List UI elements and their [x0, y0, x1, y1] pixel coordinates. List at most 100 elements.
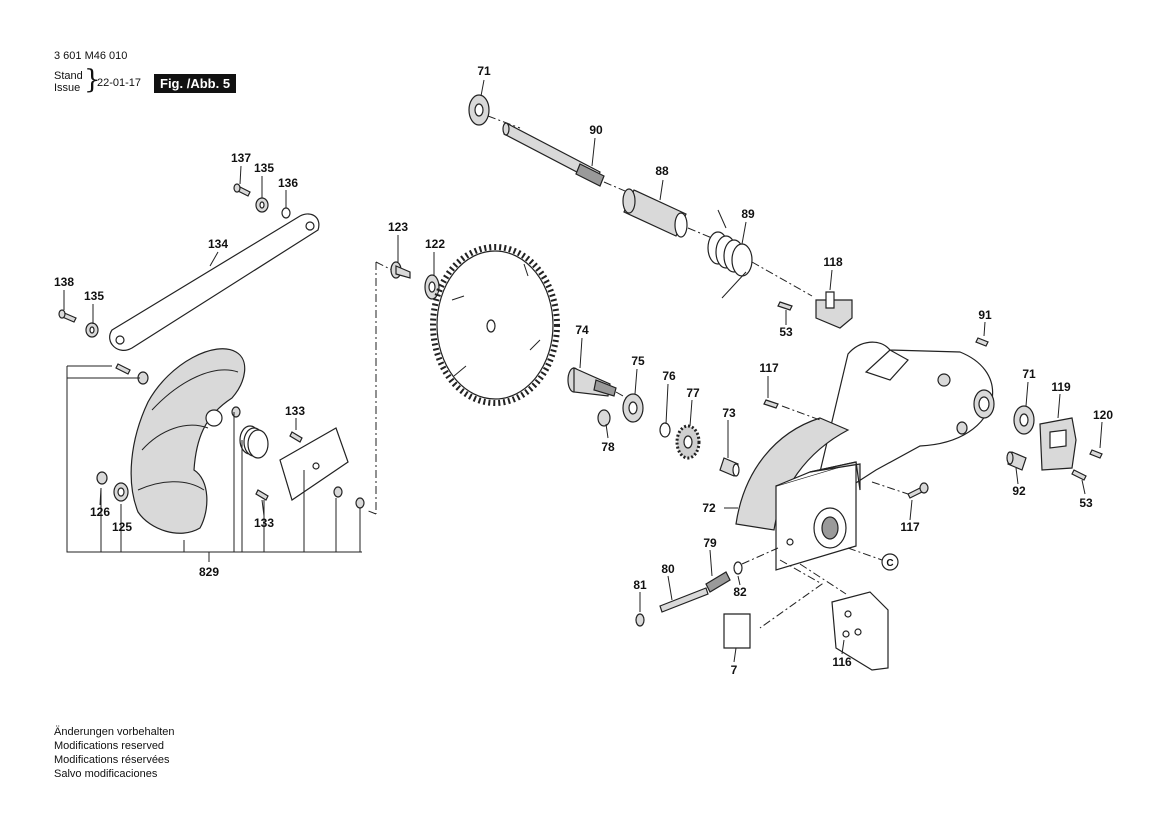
sleeve-88 — [622, 188, 688, 238]
callout-117-top: 117 — [759, 361, 779, 375]
screw-guard-a — [115, 363, 131, 375]
document-number: 3 601 M46 010 — [54, 50, 128, 62]
callout-137: 137 — [231, 151, 251, 165]
label-7 — [723, 613, 751, 649]
ring-82 — [733, 561, 743, 575]
screw-137 — [233, 183, 251, 197]
stand-label: Stand — [54, 70, 83, 82]
callout-74: 74 — [575, 323, 589, 337]
screw-120 — [1089, 449, 1103, 459]
callout-138: 138 — [54, 275, 74, 289]
spring-89 — [707, 209, 753, 299]
callout-120: 120 — [1093, 408, 1113, 422]
callout-134: 134 — [208, 237, 228, 251]
callout-136: 136 — [278, 176, 298, 190]
callout-123: 123 — [388, 220, 408, 234]
screw-81 — [635, 613, 645, 627]
issue-label: Issue — [54, 82, 81, 94]
ring-76 — [659, 422, 671, 438]
screw-138 — [58, 309, 77, 323]
screw-53-top — [777, 301, 793, 311]
callout-82: 82 — [733, 585, 747, 599]
lower-guard — [130, 348, 246, 534]
circle-c-marker — [881, 553, 899, 571]
footer-notes: Änderungen vorbehalten Modifications res… — [54, 725, 174, 781]
bearing-75 — [622, 393, 644, 423]
motor-flange — [775, 461, 861, 571]
figure-badge: Fig. /Abb. 5 — [154, 74, 237, 93]
callout-71-right: 71 — [1022, 367, 1036, 381]
footer-line-fr: Modifications réservées — [54, 754, 170, 766]
issue-date: 22-01-17 — [97, 77, 142, 89]
shaft-90 — [502, 122, 605, 187]
screw-117-bottom — [907, 482, 929, 499]
callout-91: 91 — [978, 308, 992, 322]
brace-glyph: } — [84, 65, 101, 95]
washer-135-left — [85, 322, 99, 338]
callout-73: 73 — [722, 406, 736, 420]
spindle-74 — [567, 367, 617, 397]
callout-90: 90 — [589, 123, 603, 137]
spring-guard — [239, 425, 269, 459]
screw-117-top — [763, 399, 779, 409]
callout-117-bottom: 117 — [900, 520, 920, 534]
callout-92: 92 — [1012, 484, 1026, 498]
callout-88: 88 — [655, 164, 669, 178]
holder-119 — [1039, 417, 1077, 471]
washer-71-right — [1013, 405, 1035, 435]
callout-71-top: 71 — [477, 64, 491, 78]
link-arm-134 — [109, 213, 320, 351]
callout-118: 118 — [823, 255, 843, 269]
bolt-80 — [659, 587, 709, 613]
screw-53-bottom — [1071, 469, 1087, 481]
bushing-136 — [281, 207, 291, 219]
clamp-118 — [815, 291, 853, 329]
callout-c: C — [886, 558, 893, 569]
pin-78 — [597, 409, 611, 427]
callout-78: 78 — [601, 440, 615, 454]
callout-53-bottom: 53 — [1079, 496, 1093, 510]
footer-line-es: Salvo modificaciones — [54, 768, 158, 780]
callout-80: 80 — [661, 562, 675, 576]
bracket-116 — [831, 591, 889, 671]
screw-133-top — [289, 431, 303, 443]
arm-housing — [819, 341, 995, 489]
washer-125 — [113, 482, 129, 502]
footer-line-en: Modifications reserved — [54, 740, 165, 752]
gear-77 — [675, 424, 701, 460]
callout-79: 79 — [703, 536, 717, 550]
washers-guard-right — [231, 406, 365, 509]
callout-53-top: 53 — [779, 325, 793, 339]
leader-lines — [63, 79, 1103, 663]
flange-123 — [390, 261, 411, 279]
callout-135-top: 135 — [254, 161, 274, 175]
callout-126: 126 — [90, 505, 110, 519]
washer-126 — [96, 471, 108, 485]
cover-plate — [279, 427, 349, 501]
callout-75: 75 — [631, 354, 645, 368]
callout-133-bottom: 133 — [254, 516, 274, 530]
callout-122: 122 — [425, 237, 445, 251]
saw-blade — [430, 244, 560, 406]
callout-135-left: 135 — [84, 289, 104, 303]
washer-135-top — [255, 197, 269, 213]
washer-71-top — [468, 94, 490, 126]
screw-91 — [975, 337, 989, 347]
callout-72: 72 — [702, 501, 716, 515]
callout-76: 76 — [662, 369, 676, 383]
bushing-73 — [719, 457, 740, 477]
spring-79 — [705, 571, 731, 593]
callout-116: 116 — [832, 655, 852, 669]
callout-829: 829 — [199, 565, 219, 579]
callout-119: 119 — [1051, 380, 1071, 394]
screw-133-bottom — [255, 489, 269, 501]
callout-133-top: 133 — [285, 404, 305, 418]
stand-issue-labels: Stand Issue — [54, 70, 83, 94]
callout-125: 125 — [112, 520, 132, 534]
callout-7: 7 — [731, 663, 738, 677]
footer-line-de: Änderungen vorbehalten — [54, 726, 175, 738]
callout-81: 81 — [633, 578, 647, 592]
callout-89: 89 — [741, 207, 755, 221]
pin-92 — [1006, 451, 1027, 471]
